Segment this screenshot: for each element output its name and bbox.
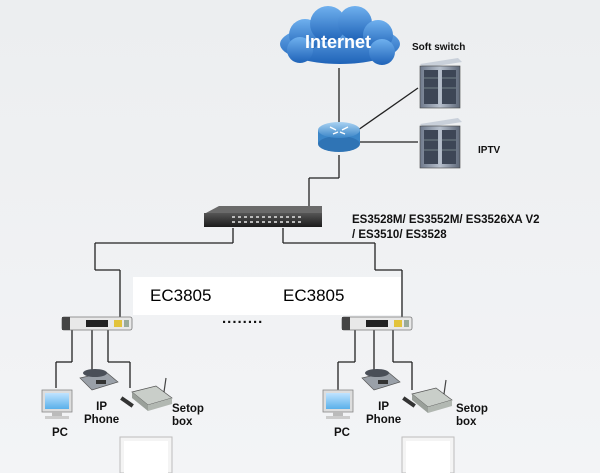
ip-phone-left-icon: [79, 369, 119, 391]
access-switch-right-icon: [341, 316, 413, 331]
settop-box-left-label: Setop box: [172, 403, 204, 429]
settop-box-left-icon: [120, 377, 173, 411]
ip-phone-right-icon: [361, 369, 401, 391]
ip-phone-right-label: IP Phone: [366, 401, 401, 427]
settop-box-right-icon: [402, 379, 453, 413]
iptv-server-icon: [419, 118, 462, 169]
pc-right-label: PC: [334, 427, 350, 439]
settop-box-left-label-line2: box: [172, 416, 193, 428]
access-switch-right-label: EC3805: [283, 286, 345, 305]
settop-box-right-label-line2: box: [456, 416, 477, 428]
settop-box-right-label-line1: Setop: [456, 403, 488, 415]
softswitch-label: Soft switch: [412, 42, 466, 53]
pc-left-label: PC: [52, 427, 68, 439]
access-switch-left-label: EC3805: [150, 286, 212, 305]
core-switch-models-label: ES3528M/ ES3552M/ ES3526XA V2 / ES3510/ …: [352, 213, 540, 243]
access-panel: [133, 277, 401, 315]
iptv-label: IPTV: [478, 145, 501, 156]
pc-left-icon: [41, 389, 73, 419]
ip-phone-right-label-line1: IP: [378, 401, 389, 413]
core-switch-icon: [204, 206, 322, 227]
pc-right-icon: [322, 389, 354, 419]
core-switch-models-line1: ES3528M/ ES3552M/ ES3526XA V2: [352, 214, 540, 226]
internet-label: Internet: [305, 32, 372, 52]
ip-phone-left-label-line2: Phone: [84, 414, 120, 426]
core-switch-models-line2: / ES3510/ ES3528: [352, 229, 447, 241]
ip-phone-left-label-line1: IP: [96, 401, 107, 413]
more-switches-ellipsis: ........: [222, 310, 264, 327]
settop-box-right-label: Setop box: [456, 403, 488, 429]
settop-box-left-label-line1: Setop: [172, 403, 204, 415]
softswitch-server-icon: [419, 58, 462, 109]
ip-phone-left-label: IP Phone: [84, 401, 119, 427]
ip-phone-right-label-line2: Phone: [366, 414, 402, 426]
access-switch-left-icon: [61, 316, 133, 331]
router-icon: [318, 122, 360, 152]
connection-lines: [55, 68, 419, 390]
tv-left-icon: [119, 436, 173, 473]
internet-cloud-icon: [280, 6, 400, 65]
tv-right-icon: [401, 436, 455, 473]
